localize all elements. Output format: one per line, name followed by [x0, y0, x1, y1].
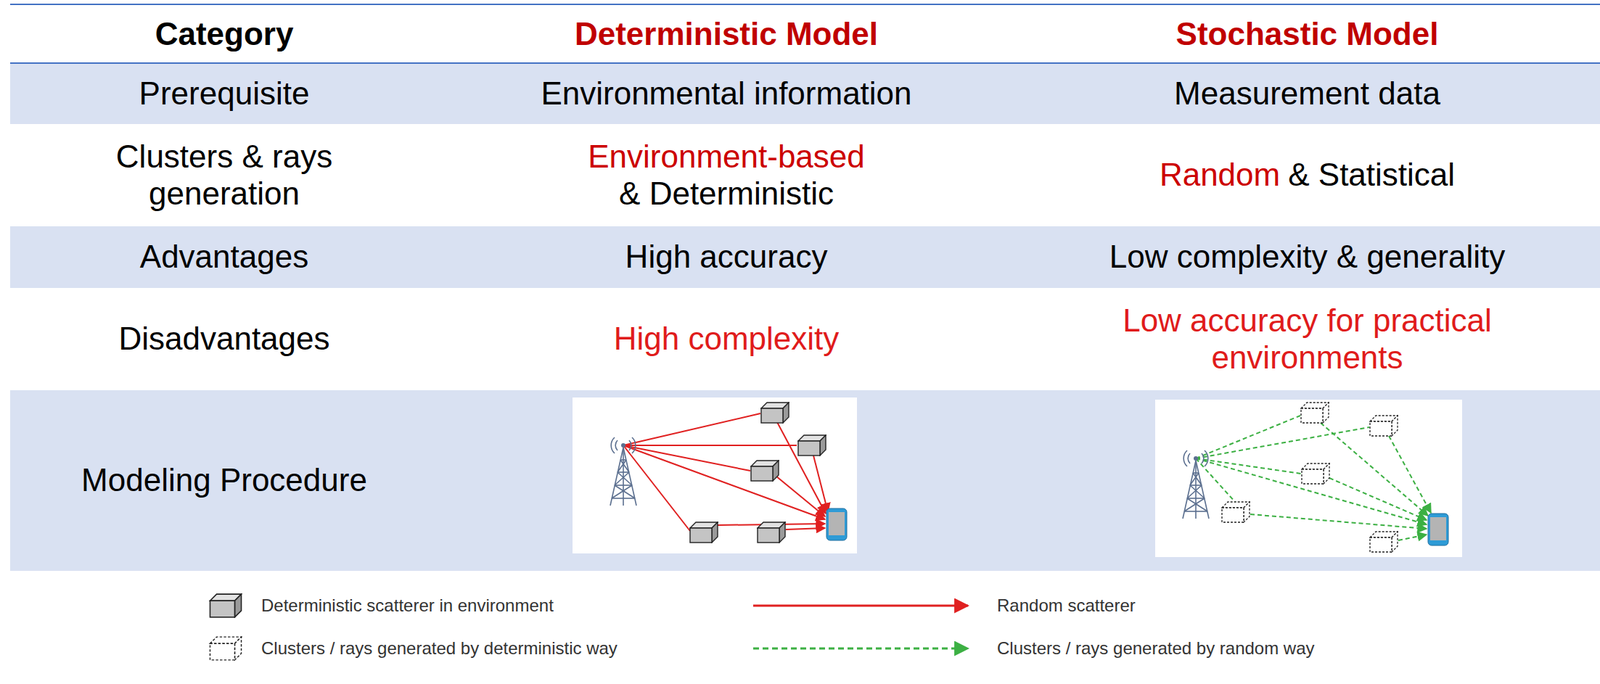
legend-text: Clusters / rays generated by determinist…	[261, 638, 618, 659]
table-rule	[10, 62, 1600, 64]
mobile-phone	[1428, 513, 1449, 546]
table-cell: Low complexity & generality	[1014, 226, 1600, 289]
table-cell: Advantages	[10, 226, 439, 289]
legend-red-arrow	[753, 605, 968, 608]
random-scatterer	[1221, 502, 1250, 523]
deterministic-scatterer	[751, 460, 779, 482]
column-header: Category	[155, 15, 294, 53]
deterministic-rays	[623, 413, 828, 532]
table-text: & Deterministic	[618, 175, 834, 213]
table-cell: High accuracy	[438, 226, 1015, 289]
stochastic-rays	[1195, 415, 1431, 541]
stochastic-illustration	[1155, 399, 1463, 558]
table-text: Low accuracy for practical environments	[1089, 302, 1526, 376]
base-station	[1182, 450, 1209, 519]
table-rule	[10, 3, 1600, 6]
table-cell: Category	[10, 5, 439, 64]
deterministic-scatterer	[761, 402, 789, 424]
base-station	[610, 437, 637, 506]
legend-text: Random scatterer	[997, 595, 1136, 617]
table-cell: Modeling Procedure	[10, 390, 439, 572]
table-cell: High complexity	[438, 288, 1015, 391]
table-cell: Clusters & rays generation	[10, 124, 439, 227]
legend-green-arrow	[753, 647, 968, 651]
deterministic-scatterer	[690, 522, 718, 543]
random-scatterer	[1369, 531, 1398, 553]
table-cell: Low accuracy for practical environments	[1014, 288, 1600, 391]
table-cell: Disadvantages	[10, 288, 439, 391]
deterministic-scatterer	[798, 435, 826, 456]
legend-dashed-box	[209, 637, 241, 661]
legend-text: Deterministic scatterer in environment	[261, 595, 554, 617]
table-text: Random	[1159, 156, 1280, 194]
legend-solid-box	[209, 594, 241, 618]
picture-frame	[572, 397, 857, 554]
table-text: High complexity	[613, 320, 840, 358]
table-band	[10, 226, 1600, 289]
table-band	[10, 63, 1600, 125]
table-cell: Measurement data	[1014, 63, 1600, 125]
table-cell: Environment-based& Deterministic	[438, 124, 1015, 227]
table-cell: Deterministic Model	[438, 5, 1015, 64]
table-text: Environmental information	[540, 75, 912, 113]
table-cell: Random& Statistical	[1014, 124, 1600, 227]
random-scatterer	[1369, 415, 1398, 437]
table-text: Environment-based	[587, 138, 865, 176]
deterministic-scatterer	[757, 522, 786, 543]
table-text: Prerequisite	[139, 75, 310, 113]
table-cell: Prerequisite	[10, 63, 439, 125]
column-header: Deterministic Model	[574, 15, 879, 53]
legend-text: Clusters / rays generated by random way	[997, 638, 1315, 659]
table-text: Disadvantages	[118, 320, 330, 358]
table-band	[10, 390, 1600, 572]
column-header: Stochastic Model	[1176, 15, 1439, 53]
table-cell: Stochastic Model	[1014, 5, 1600, 64]
deterministic-illustration	[572, 397, 857, 554]
picture-frame	[1155, 399, 1463, 558]
table-text: High accuracy	[625, 238, 828, 276]
table-text: Modeling Procedure	[81, 462, 368, 500]
table-text: & Statistical	[1287, 156, 1455, 194]
mobile-phone	[826, 508, 847, 541]
random-scatterer	[1301, 402, 1329, 424]
table-text: Measurement data	[1174, 75, 1441, 113]
random-scatterer	[1301, 463, 1330, 484]
table-cell: Environmental information	[438, 63, 1015, 125]
table-text: Advantages	[140, 238, 309, 276]
table-text: Clusters & rays generation	[71, 138, 377, 212]
table-text: Low complexity & generality	[1109, 238, 1505, 276]
